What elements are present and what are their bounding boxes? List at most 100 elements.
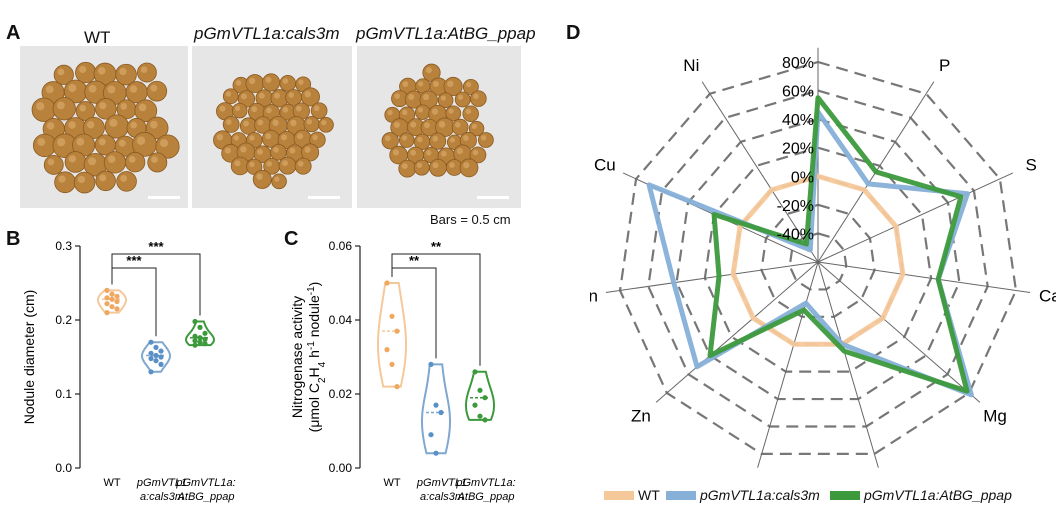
nodule-highlight xyxy=(56,101,65,110)
y-axis-label-part: nodule xyxy=(306,295,322,341)
legend-swatch-atbg xyxy=(830,491,860,500)
nodule-highlight xyxy=(150,84,158,92)
element-radar-chart: KPSCaMgFeMoZnMnCuNi-40%-20%0%20%40%60%80… xyxy=(590,47,1056,480)
nodule-highlight xyxy=(233,135,240,141)
nodule-highlight xyxy=(304,146,311,153)
radar-ring-label: 40% xyxy=(782,112,814,129)
data-point xyxy=(384,347,390,353)
x-category-label: WT xyxy=(103,477,120,489)
radar-axis-label: Ni xyxy=(683,56,699,75)
nodule xyxy=(470,90,487,107)
data-point xyxy=(109,291,115,297)
nodule-highlight xyxy=(297,160,304,167)
nodule-highlight xyxy=(140,66,148,73)
nodule-highlight xyxy=(88,157,97,166)
nodule-highlight xyxy=(426,150,432,156)
data-point xyxy=(158,361,164,367)
radar-ring xyxy=(703,146,933,373)
scale-bar xyxy=(477,196,509,199)
radar-spoke xyxy=(817,261,1031,293)
data-point xyxy=(148,369,154,375)
nodule-highlight xyxy=(440,95,446,101)
nodule-highlight xyxy=(234,160,241,167)
y-tick-label: 0.04 xyxy=(329,313,353,327)
nodule-highlight xyxy=(265,76,272,83)
nodule xyxy=(261,73,281,92)
nodule xyxy=(73,171,96,194)
data-point xyxy=(153,352,159,359)
nodule-highlight xyxy=(304,90,311,98)
y-axis-label-part: (μmol C xyxy=(306,383,322,432)
radar-spoke xyxy=(701,81,819,263)
nodule-highlight xyxy=(234,105,241,111)
nodule xyxy=(43,154,64,175)
nodule-highlight xyxy=(273,92,281,99)
nodule-highlight xyxy=(449,137,456,143)
data-point xyxy=(104,310,110,316)
data-point xyxy=(192,318,198,325)
legend-swatch-cals3m xyxy=(666,491,696,500)
nodule xyxy=(462,105,479,122)
scale-bar xyxy=(148,196,180,199)
data-point xyxy=(433,450,439,456)
legend-label-wt: WT xyxy=(638,487,660,503)
nodule xyxy=(222,116,240,133)
x-category-label: AtBG_ppap xyxy=(457,491,515,503)
nodule-highlight xyxy=(457,94,464,100)
nodule-highlight xyxy=(251,106,258,113)
data-point xyxy=(428,361,434,367)
nodule-highlight xyxy=(249,77,256,84)
data-point xyxy=(148,350,154,356)
photo-atbg-nodules xyxy=(381,63,494,178)
y-tick-label: 0.3 xyxy=(55,239,72,253)
nodule xyxy=(31,97,56,122)
nodule xyxy=(429,132,447,150)
nodule-highlight xyxy=(298,79,304,85)
nodule-highlight xyxy=(225,91,232,97)
nodule-highlight xyxy=(313,105,320,112)
nodule-highlight xyxy=(98,138,106,146)
nodule-highlight xyxy=(418,81,424,87)
legend-label-cals3m: pGmVTL1a:cals3m xyxy=(700,487,820,503)
nodule-highlight xyxy=(151,156,158,163)
nodule-highlight xyxy=(432,135,439,142)
nodule xyxy=(477,132,494,148)
data-point xyxy=(148,339,154,345)
nodule-highlight xyxy=(424,122,430,129)
nodule-highlight xyxy=(394,93,401,99)
nodule xyxy=(454,91,471,108)
nodule-highlight xyxy=(274,176,280,182)
nodule-highlight xyxy=(224,147,232,154)
nodule-highlight xyxy=(68,83,77,93)
data-point xyxy=(438,409,444,416)
nodule-highlight xyxy=(241,93,247,100)
nodule-highlight xyxy=(130,121,138,129)
nodule-highlight xyxy=(136,136,146,145)
nodule-highlight xyxy=(219,105,226,112)
data-point xyxy=(389,361,395,367)
y-axis-label-part: 2 xyxy=(317,377,328,383)
nodule-highlight xyxy=(272,119,279,126)
nodule xyxy=(429,158,447,177)
nodule-highlight xyxy=(243,120,249,127)
nodule-highlight xyxy=(120,103,128,110)
significance-label: *** xyxy=(148,239,164,254)
nodule-highlight xyxy=(257,119,264,126)
nodule-highlight xyxy=(472,149,479,156)
significance-bracket xyxy=(391,267,437,359)
nodule-highlight xyxy=(68,121,76,129)
violin-outline xyxy=(376,282,408,388)
nodule-highlight xyxy=(432,162,439,169)
radar-axis-label: Mo xyxy=(740,478,764,480)
nodule-highlight xyxy=(463,162,470,169)
nodule-highlight xyxy=(438,121,446,128)
nodule-highlight xyxy=(57,137,66,147)
nodule-highlight xyxy=(76,137,85,146)
nodule-highlight xyxy=(77,175,86,184)
nodule-highlight xyxy=(128,155,136,163)
radar-ring-label: 60% xyxy=(782,84,814,101)
nodule-highlight xyxy=(447,80,454,87)
x-category-label: pGmVTL1a: xyxy=(175,477,235,489)
data-point xyxy=(197,339,203,345)
